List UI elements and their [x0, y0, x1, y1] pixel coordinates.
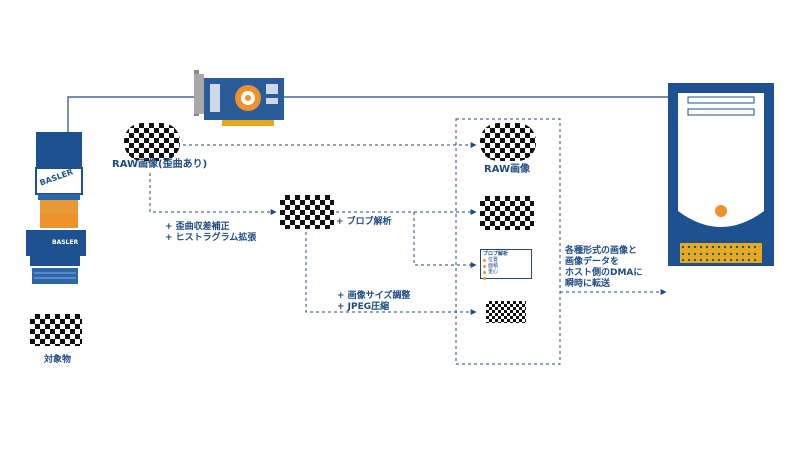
correction-label-2: + ヒストラグラム拡張	[165, 233, 257, 243]
frame-grabber-board	[192, 68, 288, 128]
bullet-icon	[483, 276, 486, 280]
blob-item: 面積	[483, 263, 529, 269]
dma-label-1: 各種形式の画像と	[565, 246, 638, 256]
raw-output-image	[480, 123, 536, 161]
pc-icon	[668, 83, 774, 266]
resize-flow-arrow	[305, 232, 477, 315]
dma-label-3: ホスト側のDMAに	[565, 268, 643, 278]
basler-camera: BASLER BASLER	[22, 132, 92, 288]
resized-output-image	[486, 301, 526, 323]
blob-panel-title: ブロブ解析	[483, 251, 509, 257]
camera-brand-label-front: BASLER	[52, 239, 79, 246]
bullet-icon	[483, 270, 486, 274]
bullet-icon	[483, 258, 486, 262]
object-label: 対象物	[44, 355, 72, 365]
resize-label-1: + 画像サイズ調整	[337, 291, 411, 301]
camera-icon	[26, 132, 86, 284]
frame-grabber-icon	[194, 70, 284, 126]
blob-analysis-panel: ブロブ解析 位置 面積 重心 ......	[480, 249, 532, 281]
correction-flow-arrow	[149, 173, 277, 215]
resize-label-2: + JPEG圧縮	[337, 302, 390, 312]
raw-distorted-image	[124, 123, 180, 161]
raw-distorted-label: RAW画像(歪曲あり)	[112, 159, 208, 170]
raw-output-label: RAW画像	[484, 164, 531, 175]
camera-to-pc-cable	[67, 96, 668, 133]
blob-item: 重心	[483, 269, 529, 275]
dma-label-4: 瞬時に転送	[565, 279, 611, 289]
blob-item: 位置	[483, 257, 529, 263]
blob-item: ......	[483, 275, 529, 281]
blob-list-flow-arrow	[413, 212, 477, 268]
blob-label: + ブロブ解析	[336, 217, 392, 227]
host-pc	[668, 83, 774, 266]
corrected-image	[280, 195, 334, 229]
dma-label-2: 画像データを	[565, 257, 620, 267]
corrected-output-image	[480, 196, 534, 230]
correction-label-1: + 歪曲収差補正	[165, 222, 230, 232]
target-object-image	[30, 314, 82, 346]
bullet-icon	[483, 264, 486, 268]
